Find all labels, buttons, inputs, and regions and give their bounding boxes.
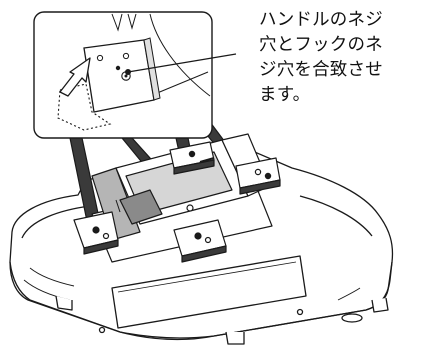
caption-line-2: 穴とフックのネ [259, 35, 383, 55]
detail-callout [33, 11, 237, 139]
mount-bracket [73, 133, 281, 263]
caption-line-1: ハンドルのネジ [259, 10, 383, 30]
insertion-arrow-icon [59, 57, 91, 97]
caption-line-4: ます。 [259, 85, 311, 105]
caption-line-3: ジ穴を合致させ [259, 60, 383, 80]
instruction-caption: ハンドルのネジ 穴とフックのネ ジ穴を合致させ ます。 [259, 8, 425, 108]
